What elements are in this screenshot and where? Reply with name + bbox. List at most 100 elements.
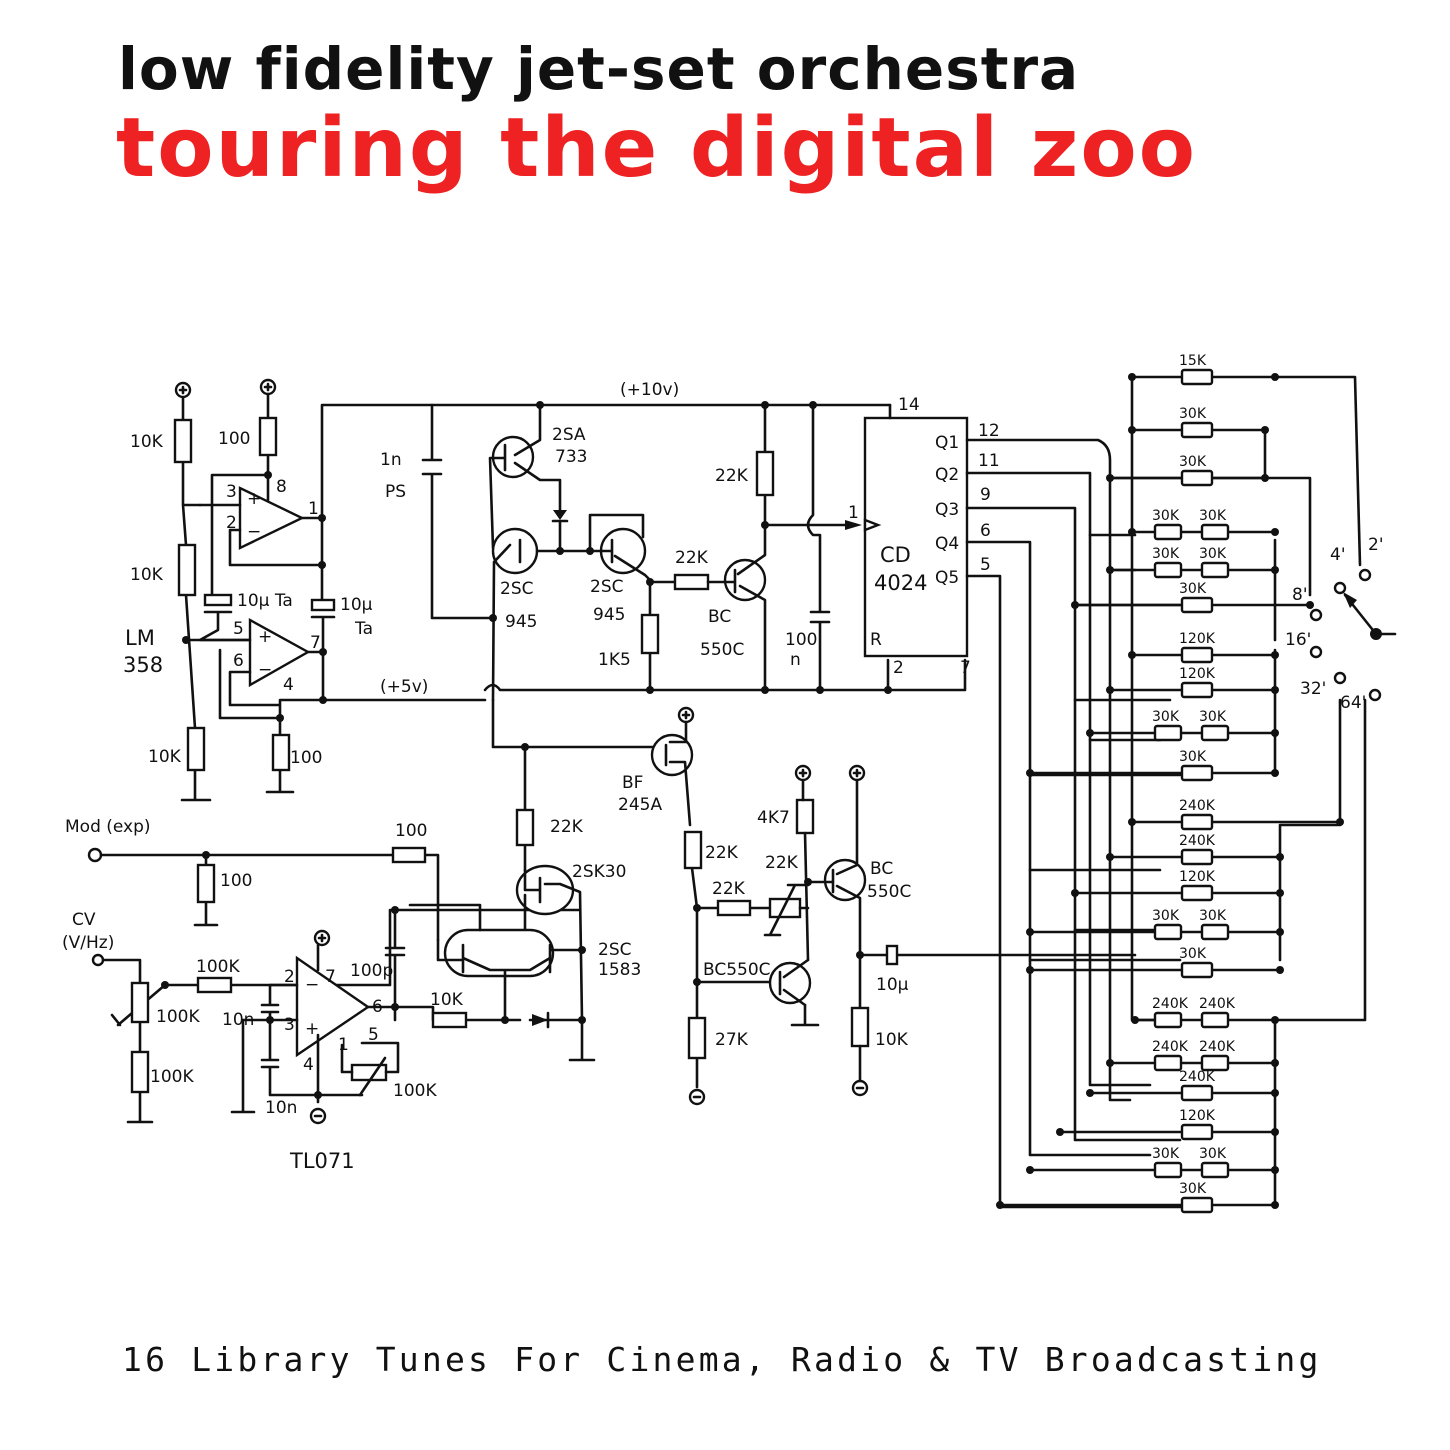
label: 10K	[875, 1030, 909, 1050]
switch-contact-16ft[interactable]	[1309, 645, 1323, 659]
label: 100K	[156, 1007, 200, 1027]
footage-label: 8'	[1292, 585, 1308, 605]
ladder-resistor	[1153, 1161, 1183, 1179]
ladder-resistor	[1180, 961, 1214, 979]
switch-contact-4ft[interactable]	[1333, 581, 1347, 595]
album-subtitle: 16 Library Tunes For Cinema, Radio & TV …	[122, 1340, 1322, 1379]
cv-input-jack[interactable]	[91, 953, 105, 967]
resistor	[673, 573, 710, 591]
pin: 11	[978, 451, 1000, 471]
potentiometer[interactable]	[768, 897, 802, 919]
ladder-resistor-label: 120K	[1179, 1108, 1216, 1124]
junction-dot	[1071, 889, 1079, 897]
label: 10K	[148, 747, 182, 767]
switch-contact-64ft[interactable]	[1368, 688, 1382, 702]
pin: 5	[233, 619, 244, 639]
pin: 2	[226, 513, 237, 533]
junction-dot	[1056, 1128, 1064, 1136]
ladder-resistor	[1180, 681, 1214, 699]
ladder-resistor	[1153, 724, 1183, 742]
ladder-resistor	[1180, 469, 1214, 487]
switch-contact-32ft[interactable]	[1333, 671, 1347, 685]
junction-dot	[1071, 601, 1079, 609]
ladder-resistor	[1180, 421, 1214, 439]
resistor	[258, 416, 278, 457]
junction-dot	[1306, 601, 1314, 609]
footage-switch[interactable]: 2' 4' 8' 16' 32' 64'	[1285, 535, 1397, 713]
junction-dot	[1271, 1166, 1279, 1174]
junction-dot	[1261, 426, 1269, 434]
plus-sign: +	[258, 627, 272, 647]
ladder-resistor	[1200, 1011, 1230, 1029]
resistor	[391, 846, 427, 864]
switch-contact-8ft[interactable]	[1309, 608, 1323, 622]
label: 100K	[393, 1081, 437, 1101]
ladder-resistor	[1200, 923, 1230, 941]
ladder-resistor	[1180, 596, 1214, 614]
resistor	[850, 1006, 870, 1048]
ladder-resistor-label: 30K	[1199, 709, 1227, 725]
label: 1583	[598, 960, 641, 980]
resistor	[431, 1011, 468, 1029]
label: 100	[220, 871, 252, 891]
junction-dot	[1026, 1166, 1034, 1174]
ladder-resistor	[1153, 1054, 1183, 1072]
label: BC550C	[703, 960, 771, 980]
junction-dot	[1128, 651, 1136, 659]
switch-contact-2ft[interactable]	[1358, 568, 1372, 582]
junction-dot	[1271, 1059, 1279, 1067]
ladder-resistor-label: 30K	[1199, 508, 1227, 524]
opamp-2	[248, 617, 311, 688]
trimmer[interactable]	[350, 1063, 388, 1082]
ladder-resistor-label: 30K	[1179, 454, 1207, 470]
ladder-resistor-label: 30K	[1199, 546, 1227, 562]
rail-label: (+5v)	[380, 677, 428, 697]
label: 10µ	[876, 975, 909, 995]
opamp-label: TL071	[289, 1149, 355, 1173]
pin: 14	[898, 395, 920, 415]
minus-sign: −	[305, 975, 319, 995]
junction-dot	[1271, 528, 1279, 536]
label: 100K	[150, 1067, 194, 1087]
switch-pivot	[1370, 628, 1382, 640]
junction-dot	[1271, 1201, 1279, 1209]
label: 100K	[196, 957, 240, 977]
label: 245A	[618, 795, 662, 815]
label: 22K	[715, 466, 749, 486]
ladder-resistor	[1180, 1084, 1214, 1102]
potentiometer[interactable]	[130, 981, 150, 1024]
label: BF	[622, 773, 643, 793]
label: 22K	[550, 817, 584, 837]
label: 2SC	[598, 940, 631, 960]
clock-input-icon	[863, 518, 882, 532]
output-label: Q3	[935, 500, 959, 520]
junction-dot	[1106, 686, 1114, 694]
pin: 9	[980, 485, 991, 505]
label: Ta	[354, 619, 373, 639]
label: 4K7	[757, 808, 790, 828]
mod-input-label: Mod (exp)	[65, 817, 151, 837]
resistor	[196, 863, 216, 904]
output-label: Q1	[935, 433, 959, 453]
ladder-resistor-label: 120K	[1179, 666, 1216, 682]
pin: 6	[233, 651, 244, 671]
resistor	[271, 733, 291, 772]
ladder-resistor-label: 30K	[1179, 406, 1207, 422]
label: 10K	[130, 432, 164, 452]
ladder-resistor-label: 30K	[1152, 1146, 1180, 1162]
pin: 12	[978, 421, 1000, 441]
junction-dot	[1271, 566, 1279, 574]
label: 10n	[222, 1010, 254, 1030]
cd4024-section: 14 1 CD 4024 R 2 7 Q1 Q2 Q3 Q4 Q5 12 11 …	[848, 395, 1192, 1209]
input-section: Mod (exp) 100 100 CV (V/Hz) 100K 100K 10…	[62, 817, 582, 1173]
label: 10µ	[340, 595, 373, 615]
ladder-resistor-label: 30K	[1179, 749, 1207, 765]
junction-dot	[1106, 474, 1114, 482]
mod-input-jack[interactable]	[87, 847, 103, 863]
label: 27K	[715, 1030, 749, 1050]
ladder-resistor	[1180, 1123, 1214, 1141]
chip-label: LM	[125, 626, 155, 650]
pin: 5	[368, 1025, 379, 1045]
